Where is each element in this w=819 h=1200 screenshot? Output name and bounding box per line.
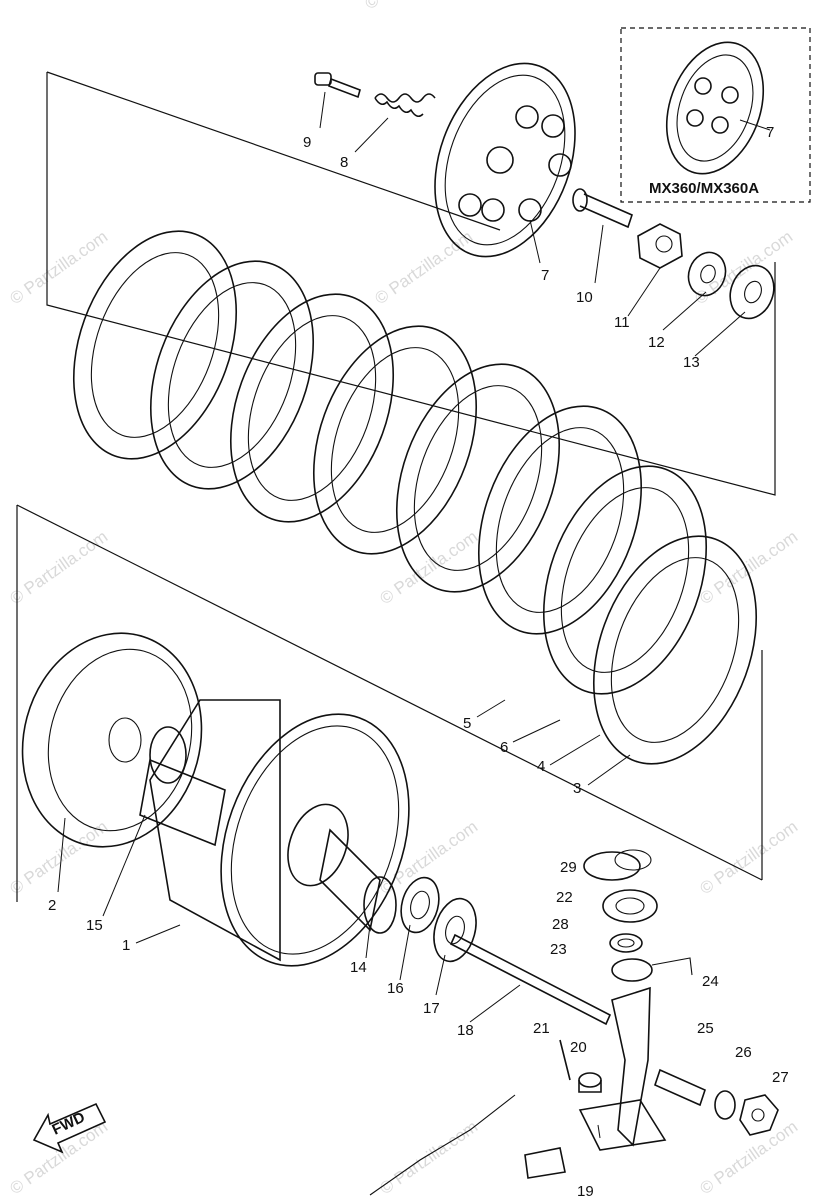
callout-28: 28 [552,916,569,933]
callout-13: 13 [683,354,700,371]
callout-24: 24 [702,973,719,990]
clutch-housing-part-1 [149,699,410,967]
watermark: © Partzilla.com [6,527,111,608]
bearing-part-29 [583,849,652,881]
gear-part-2 [21,632,203,848]
callout-29: 29 [560,859,577,876]
callout-12: 12 [648,334,665,351]
callout-9: 9 [303,134,311,151]
callout-14: 14 [350,959,367,976]
frame-lines [16,71,776,902]
washer-part-28 [609,933,643,953]
callout-16: 16 [387,980,404,997]
callout-17: 17 [423,1000,440,1017]
washer-part-12 [687,251,727,297]
push-rod-part-10 [572,188,633,229]
callout-22: 22 [556,889,573,906]
callout-4: 4 [537,758,545,775]
push-rod-part-18 [449,933,612,1026]
watermark: © Partzilla.com [376,527,481,608]
oil-seal-part-22 [602,889,658,923]
callout-8: 8 [340,154,348,171]
pressure-plate-variant-part-7 [665,41,765,175]
callout-25: 25 [697,1020,714,1037]
callout-26: 26 [735,1044,752,1061]
watermark: © Partzilla.com [361,0,466,13]
callout-7: 7 [541,267,549,284]
callout-10: 10 [576,289,593,306]
lever-shaft-part-24 [578,986,667,1151]
callouts: 9 8 7 7 10 11 12 13 5 6 4 3 2 15 1 14 16… [48,124,789,1200]
callout-21: 21 [533,1020,550,1037]
variant-box [620,27,811,203]
callout-19: 19 [577,1183,594,1200]
watermark: © Partzilla.com [696,1117,801,1198]
clutch-cable-part-19 [369,1094,566,1196]
variant-label: MX360/MX360A [649,180,759,197]
callout-2: 2 [48,897,56,914]
callout-6: 6 [500,739,508,756]
washer-part-26 [714,1090,736,1120]
screw-part-25 [654,1068,706,1107]
callout-5: 5 [463,715,471,732]
pin-part-21 [559,1039,571,1081]
cap-part-20 [578,1072,602,1093]
pressure-plate-part-7 [434,62,576,258]
callout-1: 1 [122,937,130,954]
watermark: © Partzilla.com [696,817,801,898]
washer-part-16 [400,876,440,934]
spring-part-23 [611,957,693,982]
watermark: © Partzilla.com [696,527,801,608]
callout-18: 18 [457,1022,474,1039]
callout-3: 3 [573,780,581,797]
leader-lines [57,91,771,1139]
callout-15: 15 [86,917,103,934]
watermark: © Partzilla.com [371,227,476,308]
callout-11: 11 [614,314,630,331]
watermark: © Partzilla.com [376,1117,481,1198]
callout-27: 27 [772,1069,789,1086]
spring-part-8 [374,93,436,118]
clutch-disc-stack [72,230,758,765]
callout-7-variant: 7 [766,124,774,141]
spacer-part-15 [139,726,226,847]
callout-20: 20 [570,1039,587,1056]
bolt-part-9 [314,72,361,99]
boss-part-14 [319,828,397,934]
callout-23: 23 [550,941,567,958]
nut-part-27 [739,1094,779,1136]
nut-part-11 [637,223,683,269]
washer-part-13 [729,264,775,320]
